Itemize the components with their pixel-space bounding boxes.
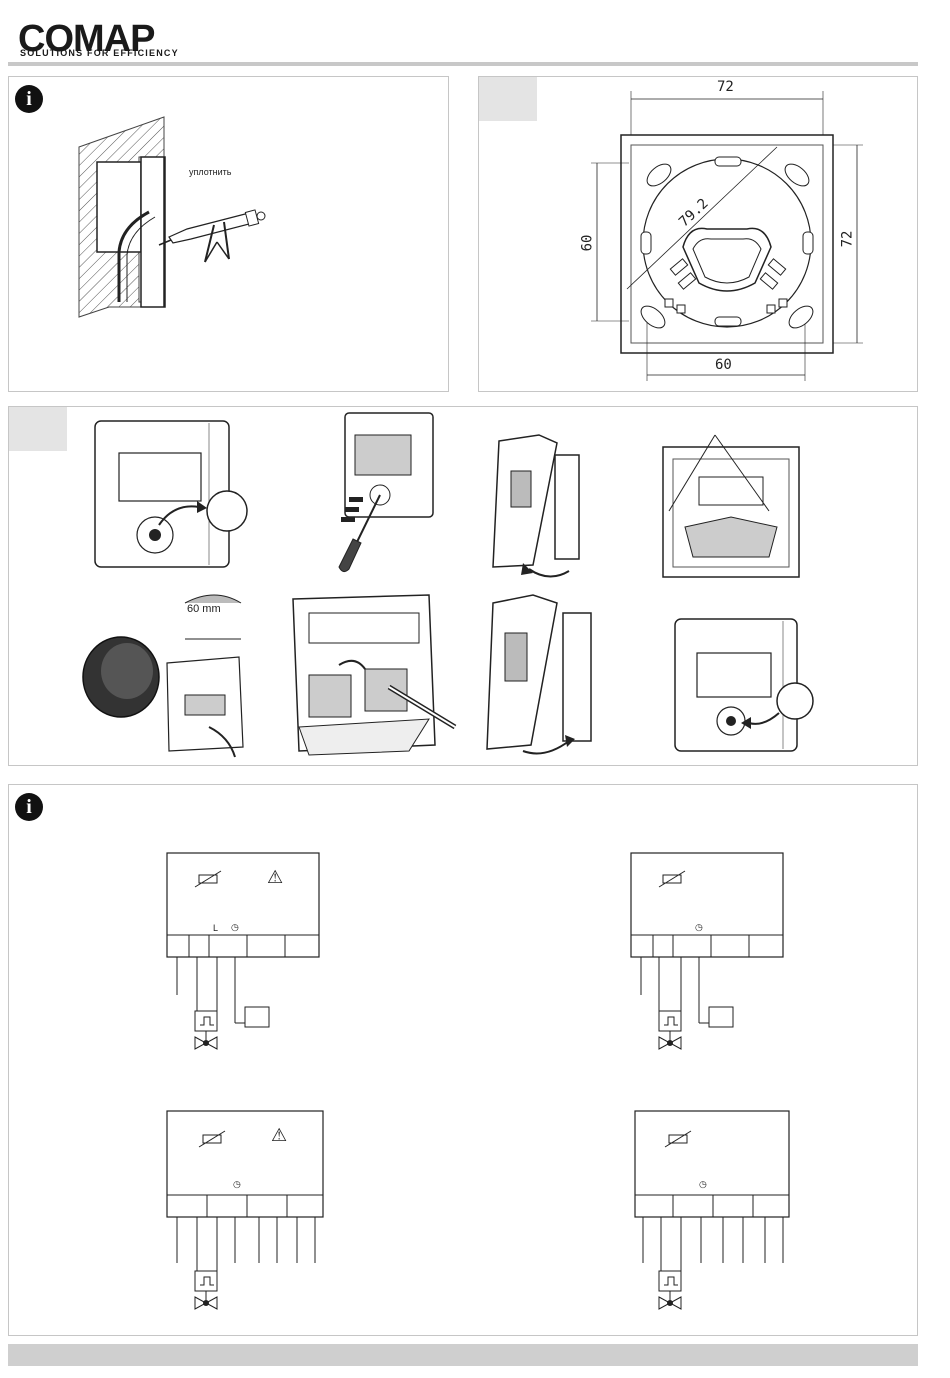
step-6-wiring (293, 595, 455, 755)
wiring-panel: i (8, 784, 918, 1336)
step-2-screwdriver (339, 413, 433, 572)
dimension-top-width: 72 (717, 79, 734, 95)
dimension-left-height: 60 (579, 235, 595, 252)
wiring-diagrams (9, 785, 919, 1337)
wall-sealing-illustration (9, 77, 450, 393)
header-divider (8, 62, 918, 66)
installation-panel: 60 mm (8, 406, 918, 766)
clock-icon: ◷ (699, 1179, 707, 1190)
clock-icon: ◷ (695, 922, 703, 933)
clock-icon: ◷ (233, 1179, 241, 1190)
wiring-diagram-a (167, 853, 319, 1049)
warning-icon: ⚠ (267, 867, 283, 888)
installation-steps-illustration (9, 407, 919, 767)
wiring-diagram-c (167, 1111, 323, 1309)
wiring-diagram-d (635, 1111, 789, 1309)
step-5-wall-box (83, 595, 243, 757)
terminal-l-label: L (213, 923, 218, 933)
warning-icon: ⚠ (271, 1125, 287, 1146)
brand-tagline: SOLUTIONS FOR EFFICIENCY (20, 48, 179, 58)
footer-bar (8, 1344, 918, 1366)
dimension-right-height: 72 (839, 231, 855, 248)
sealing-panel: i уплотнить (8, 76, 449, 392)
step-7-attach-cover (487, 595, 591, 753)
clock-icon: ◷ (231, 922, 239, 933)
dimensions-panel: 72 72 60 60 79.2 (478, 76, 918, 392)
box-width-label: 60 mm (187, 603, 221, 615)
dimension-bottom-width: 60 (715, 357, 732, 373)
step-1-remove-knob (95, 421, 247, 567)
seal-label: уплотнить (189, 167, 231, 177)
step-4-back-plate (663, 435, 799, 577)
step-8-replace-knob (675, 619, 813, 751)
wiring-diagram-b (631, 853, 783, 1049)
step-3-remove-cover (493, 435, 579, 577)
